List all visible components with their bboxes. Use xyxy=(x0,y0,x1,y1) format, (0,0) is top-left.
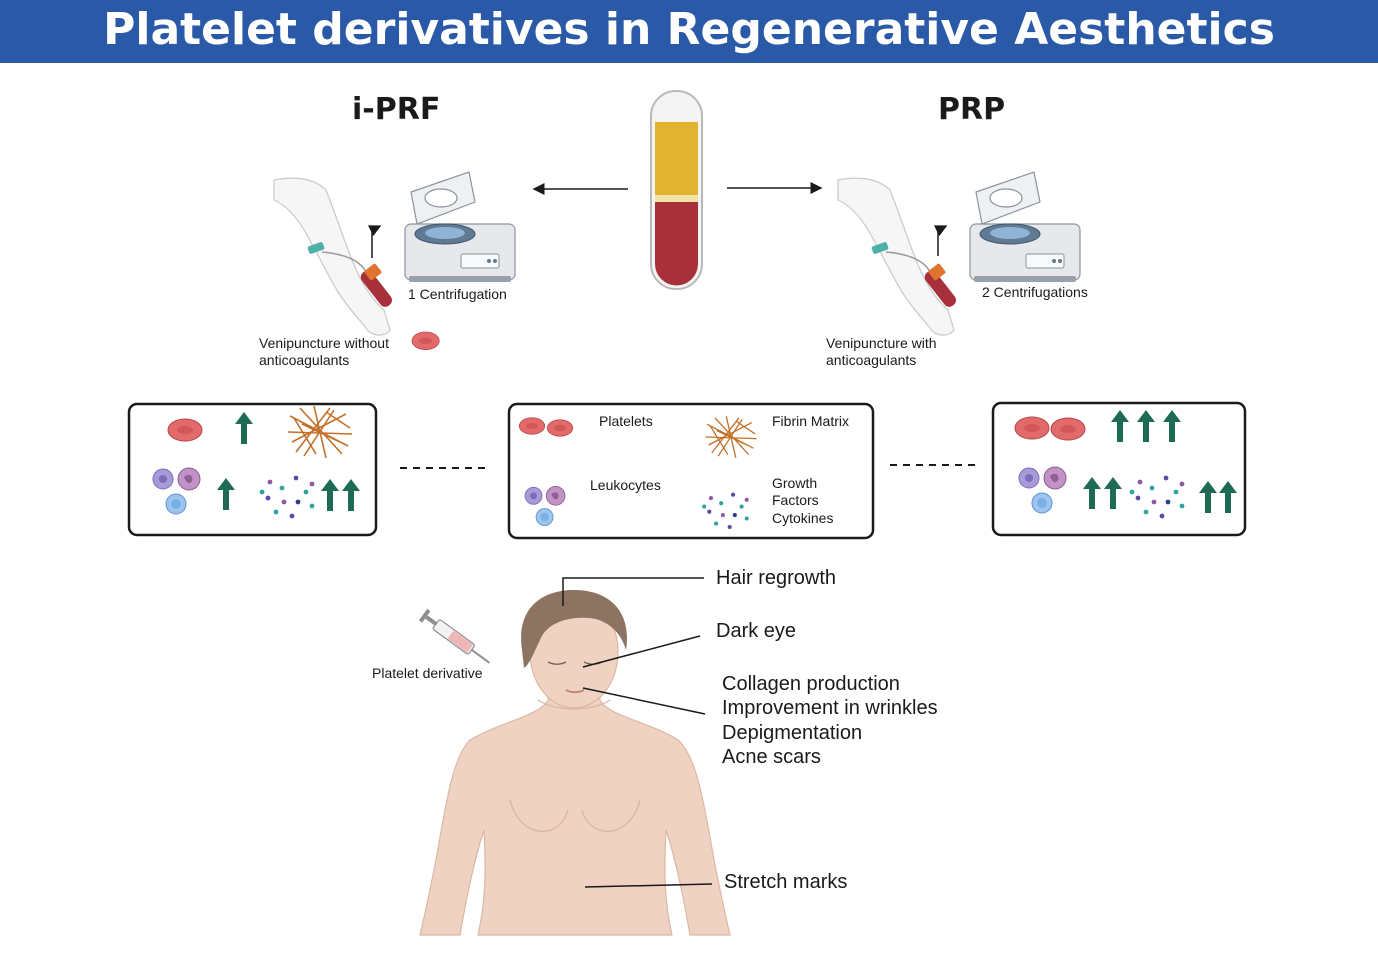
platelet-icon xyxy=(1014,416,1050,440)
benefit-depigmentation: Depigmentation xyxy=(722,722,863,744)
blood-tube xyxy=(650,90,703,290)
prp-heading: PRP xyxy=(938,92,1006,127)
platelet-icon xyxy=(411,331,440,351)
title-banner xyxy=(0,0,1378,63)
prp-venipuncture-label-line2: anticoagulants xyxy=(826,352,917,368)
arm-iprf-illustration xyxy=(273,177,396,336)
prp-centrifugation-label: 2 Centrifugations xyxy=(982,284,1088,300)
legend-platelets-label: Platelets xyxy=(599,413,653,429)
arm-prp-illustration xyxy=(837,177,960,336)
platelet-icon xyxy=(167,418,203,442)
legend-growth-label-line1: Growth xyxy=(772,475,818,491)
iprf-centrifugation-label: 1 Centrifugation xyxy=(408,286,507,302)
page-title: Platelet derivatives in Regenerative Aes… xyxy=(103,4,1275,55)
iprf-venipuncture-label-line1: Venipuncture without xyxy=(259,335,389,351)
benefit-collagen-production: Collagen production xyxy=(722,673,900,695)
platelet-icon xyxy=(546,419,574,437)
platelet-icon xyxy=(1050,417,1086,441)
prp-venipuncture-label-line1: Venipuncture with xyxy=(826,335,937,351)
platelet-icon xyxy=(518,417,546,435)
step-arrow-prp xyxy=(933,225,948,256)
leader-line-eye xyxy=(582,635,701,668)
benefit-stretch-marks: Stretch marks xyxy=(724,871,848,893)
leader-line-hair xyxy=(562,577,704,606)
platelet-derivative-label: Platelet derivative xyxy=(372,665,483,681)
legend-box xyxy=(507,402,875,540)
leader-line-stretch xyxy=(584,883,713,888)
legend-growth-label-line2: Factors xyxy=(772,492,819,508)
legend-growth-label-line3: Cytokines xyxy=(772,510,834,526)
syringe-icon xyxy=(418,608,490,664)
iprf-venipuncture-label-line2: anticoagulants xyxy=(259,352,350,368)
benefit-dark-eye: Dark eye xyxy=(716,620,797,642)
legend-leukocytes-label: Leukocytes xyxy=(590,477,661,493)
legend-fibrin-matrix-label: Fibrin Matrix xyxy=(772,413,850,429)
female-body-illustration xyxy=(419,590,731,936)
benefit-acne-scars: Acne scars xyxy=(722,746,821,768)
centrifuge-iprf-icon xyxy=(404,171,516,283)
centrifuge-prp-icon xyxy=(969,171,1081,283)
benefit-hair-regrowth: Hair regrowth xyxy=(716,567,837,589)
leader-line-skin xyxy=(582,687,706,715)
iprf-heading: i-PRF xyxy=(352,92,441,127)
step-arrow-iprf xyxy=(367,225,382,258)
benefit-wrinkles: Improvement in wrinkles xyxy=(722,697,938,719)
